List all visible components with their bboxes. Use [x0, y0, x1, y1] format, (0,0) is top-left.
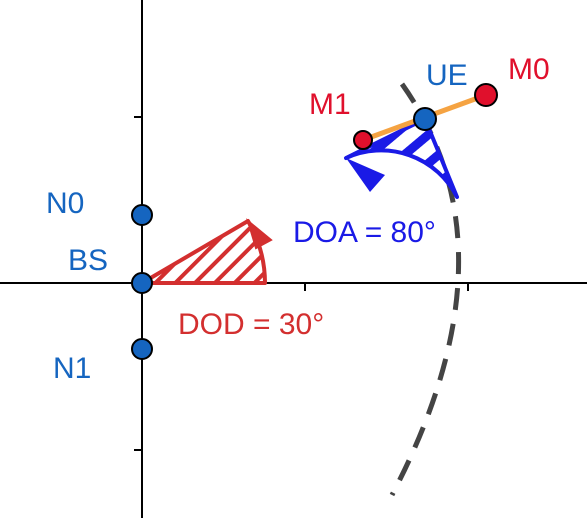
ue-node — [413, 107, 437, 131]
doa-sector — [344, 117, 459, 199]
doa-label: DOA = 80° — [293, 216, 436, 249]
doa-arrowhead — [346, 158, 385, 192]
dod-arrowhead — [246, 218, 273, 250]
ue-label: UE — [426, 59, 468, 92]
n0-label: N0 — [46, 187, 84, 220]
dod-sector — [140, 219, 267, 285]
m0-label: M0 — [508, 53, 550, 86]
n1-node — [131, 338, 153, 360]
m1-label: M1 — [309, 88, 351, 121]
dod-label: DOD = 30° — [178, 308, 324, 341]
bs-node — [131, 272, 153, 294]
m0-node — [474, 83, 498, 107]
n1-label: N1 — [53, 352, 91, 385]
bs-label: BS — [68, 244, 108, 277]
n0-node — [131, 204, 153, 226]
m1-node — [353, 130, 373, 150]
